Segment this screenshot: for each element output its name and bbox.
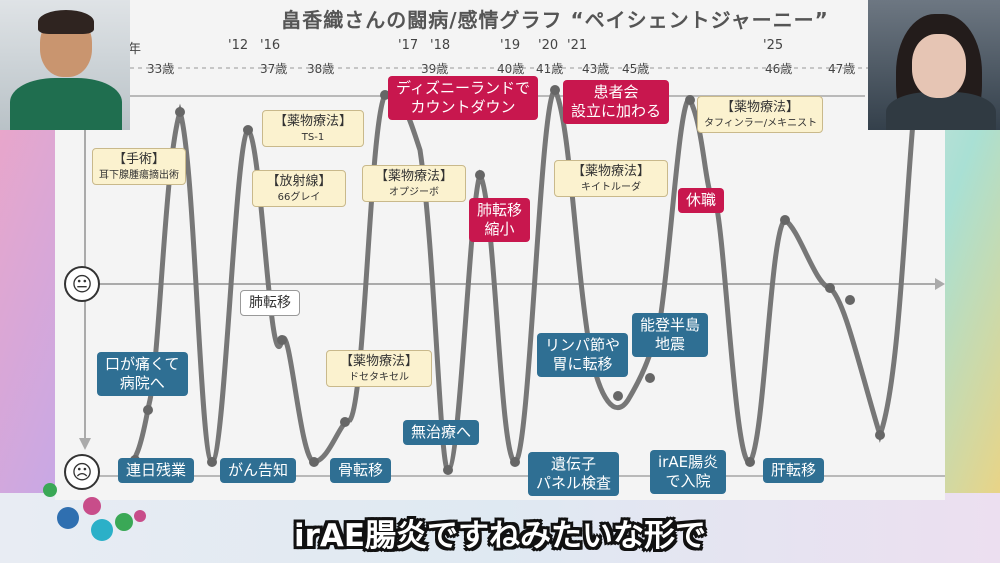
curve-point	[475, 170, 485, 180]
event-lymph-metastasis: リンパ節や 胃に転移	[537, 333, 629, 377]
event-disney: ディズニーランドで カウントダウン	[388, 76, 538, 120]
age-label: 38歳	[307, 62, 335, 76]
curve-point	[175, 107, 185, 117]
age-label: 40歳	[497, 62, 525, 76]
event-no-treatment: 無治療へ	[403, 420, 480, 445]
participant-video-right	[868, 0, 1000, 130]
curve-point	[380, 90, 390, 100]
event-liver-metastasis: 肝転移	[763, 458, 825, 483]
event-bone-metastasis: 骨転移	[330, 458, 392, 483]
event-opdivo: 【薬物療法】 オプジーボ	[362, 165, 466, 202]
event-title: 【薬物療法】	[374, 169, 453, 184]
curve-point	[243, 125, 253, 135]
year-label: '17	[398, 38, 419, 53]
age-label: 39歳	[421, 62, 449, 76]
participant-video-left	[0, 0, 130, 130]
event-cancer-notice: がん告知	[220, 458, 297, 483]
emotion-curve-chart	[79, 67, 945, 477]
axis-arrow-icon	[935, 278, 945, 290]
caption-subtitle: irAE腸炎ですねみたいな形で	[293, 518, 707, 554]
curve-point	[143, 405, 153, 415]
year-label: '20	[538, 38, 559, 53]
event-subtitle: 66グレイ	[277, 192, 321, 203]
curve-point	[825, 283, 835, 293]
year-label: '18	[430, 38, 451, 53]
event-docetaxel: 【薬物療法】 ドセタキセル	[326, 350, 432, 387]
age-label: 47歳	[828, 62, 856, 76]
year-label: '16	[260, 38, 281, 53]
curve-point	[550, 85, 560, 95]
participant-body	[886, 92, 996, 130]
curve-point	[780, 215, 790, 225]
curve-point	[745, 457, 755, 467]
curve-point	[845, 295, 855, 305]
event-leave: 休職	[678, 188, 725, 213]
down-arrow-icon	[79, 438, 91, 450]
event-subtitle: ドセタキセル	[349, 372, 409, 383]
curve-point	[207, 457, 217, 467]
event-title: 【薬物療法】	[720, 100, 799, 115]
neutral-face-icon: 😐	[64, 266, 100, 302]
event-ts1: 【薬物療法】 TS-1	[262, 110, 364, 147]
event-mouth-pain: 口が痛くて 病院へ	[97, 352, 188, 396]
slide-title: 畠香織さんの闘病/感情グラフ “ペイシェントジャーニー”	[281, 8, 829, 32]
event-keytruda: 【薬物療法】 キイトルーダ	[554, 160, 668, 197]
event-subtitle: キイトルーダ	[581, 182, 641, 193]
event-subtitle: タフィンラー/メキニスト	[704, 118, 818, 129]
event-subtitle: オプジーボ	[389, 187, 439, 198]
event-title: 【薬物療法】	[571, 164, 650, 179]
curve-point	[613, 391, 623, 401]
curve-point	[340, 417, 350, 427]
curve-point	[645, 373, 655, 383]
event-subtitle: TS-1	[301, 132, 325, 143]
year-label: '21	[567, 38, 588, 53]
event-patient-group: 患者会 設立に加わる	[563, 80, 670, 124]
year-label: '12	[228, 38, 249, 53]
event-tafinlar: 【薬物療法】 タフィンラー/メキニスト	[697, 96, 823, 133]
event-surgery: 【手術】 耳下腺腫瘍摘出術	[92, 148, 186, 185]
age-label: 43歳	[582, 62, 610, 76]
age-label: 37歳	[260, 62, 288, 76]
event-radiation: 【放射線】 66グレイ	[252, 170, 346, 207]
sad-face-icon: ☹	[64, 454, 100, 490]
event-lung-metastasis: 肺転移	[240, 290, 300, 316]
participant-hair	[38, 10, 94, 34]
event-irae: irAE腸炎 で入院	[650, 450, 727, 494]
age-label: 45歳	[622, 62, 650, 76]
event-genetic-panel: 遺伝子 パネル検査	[528, 452, 620, 496]
event-subtitle: 耳下腺腫瘍摘出術	[99, 170, 179, 181]
participant-body	[10, 78, 122, 130]
event-title: 【薬物療法】	[339, 354, 418, 369]
age-label: 46歳	[765, 62, 793, 76]
curve-point	[685, 95, 695, 105]
curve-point	[443, 465, 453, 475]
curve-point	[277, 335, 287, 345]
event-noto-quake: 能登半島 地震	[632, 313, 709, 357]
event-title: 【手術】	[112, 152, 165, 167]
age-label: 41歳	[536, 62, 564, 76]
year-label: '25	[763, 38, 784, 53]
year-label: 年	[128, 42, 142, 57]
emotion-curve	[119, 86, 918, 473]
background-bottom-band	[0, 493, 1000, 563]
event-overwork: 連日残業	[118, 458, 195, 483]
event-title: 【薬物療法】	[273, 114, 352, 129]
curve-point	[510, 457, 520, 467]
event-title: 【放射線】	[266, 174, 332, 189]
year-label: '19	[500, 38, 521, 53]
participant-head	[912, 34, 966, 98]
circles-logo-icon	[43, 483, 146, 541]
curve-point	[309, 457, 319, 467]
event-lung-shrink: 肺転移 縮小	[469, 198, 531, 242]
age-label: 33歳	[147, 62, 175, 76]
curve-point	[875, 430, 885, 440]
